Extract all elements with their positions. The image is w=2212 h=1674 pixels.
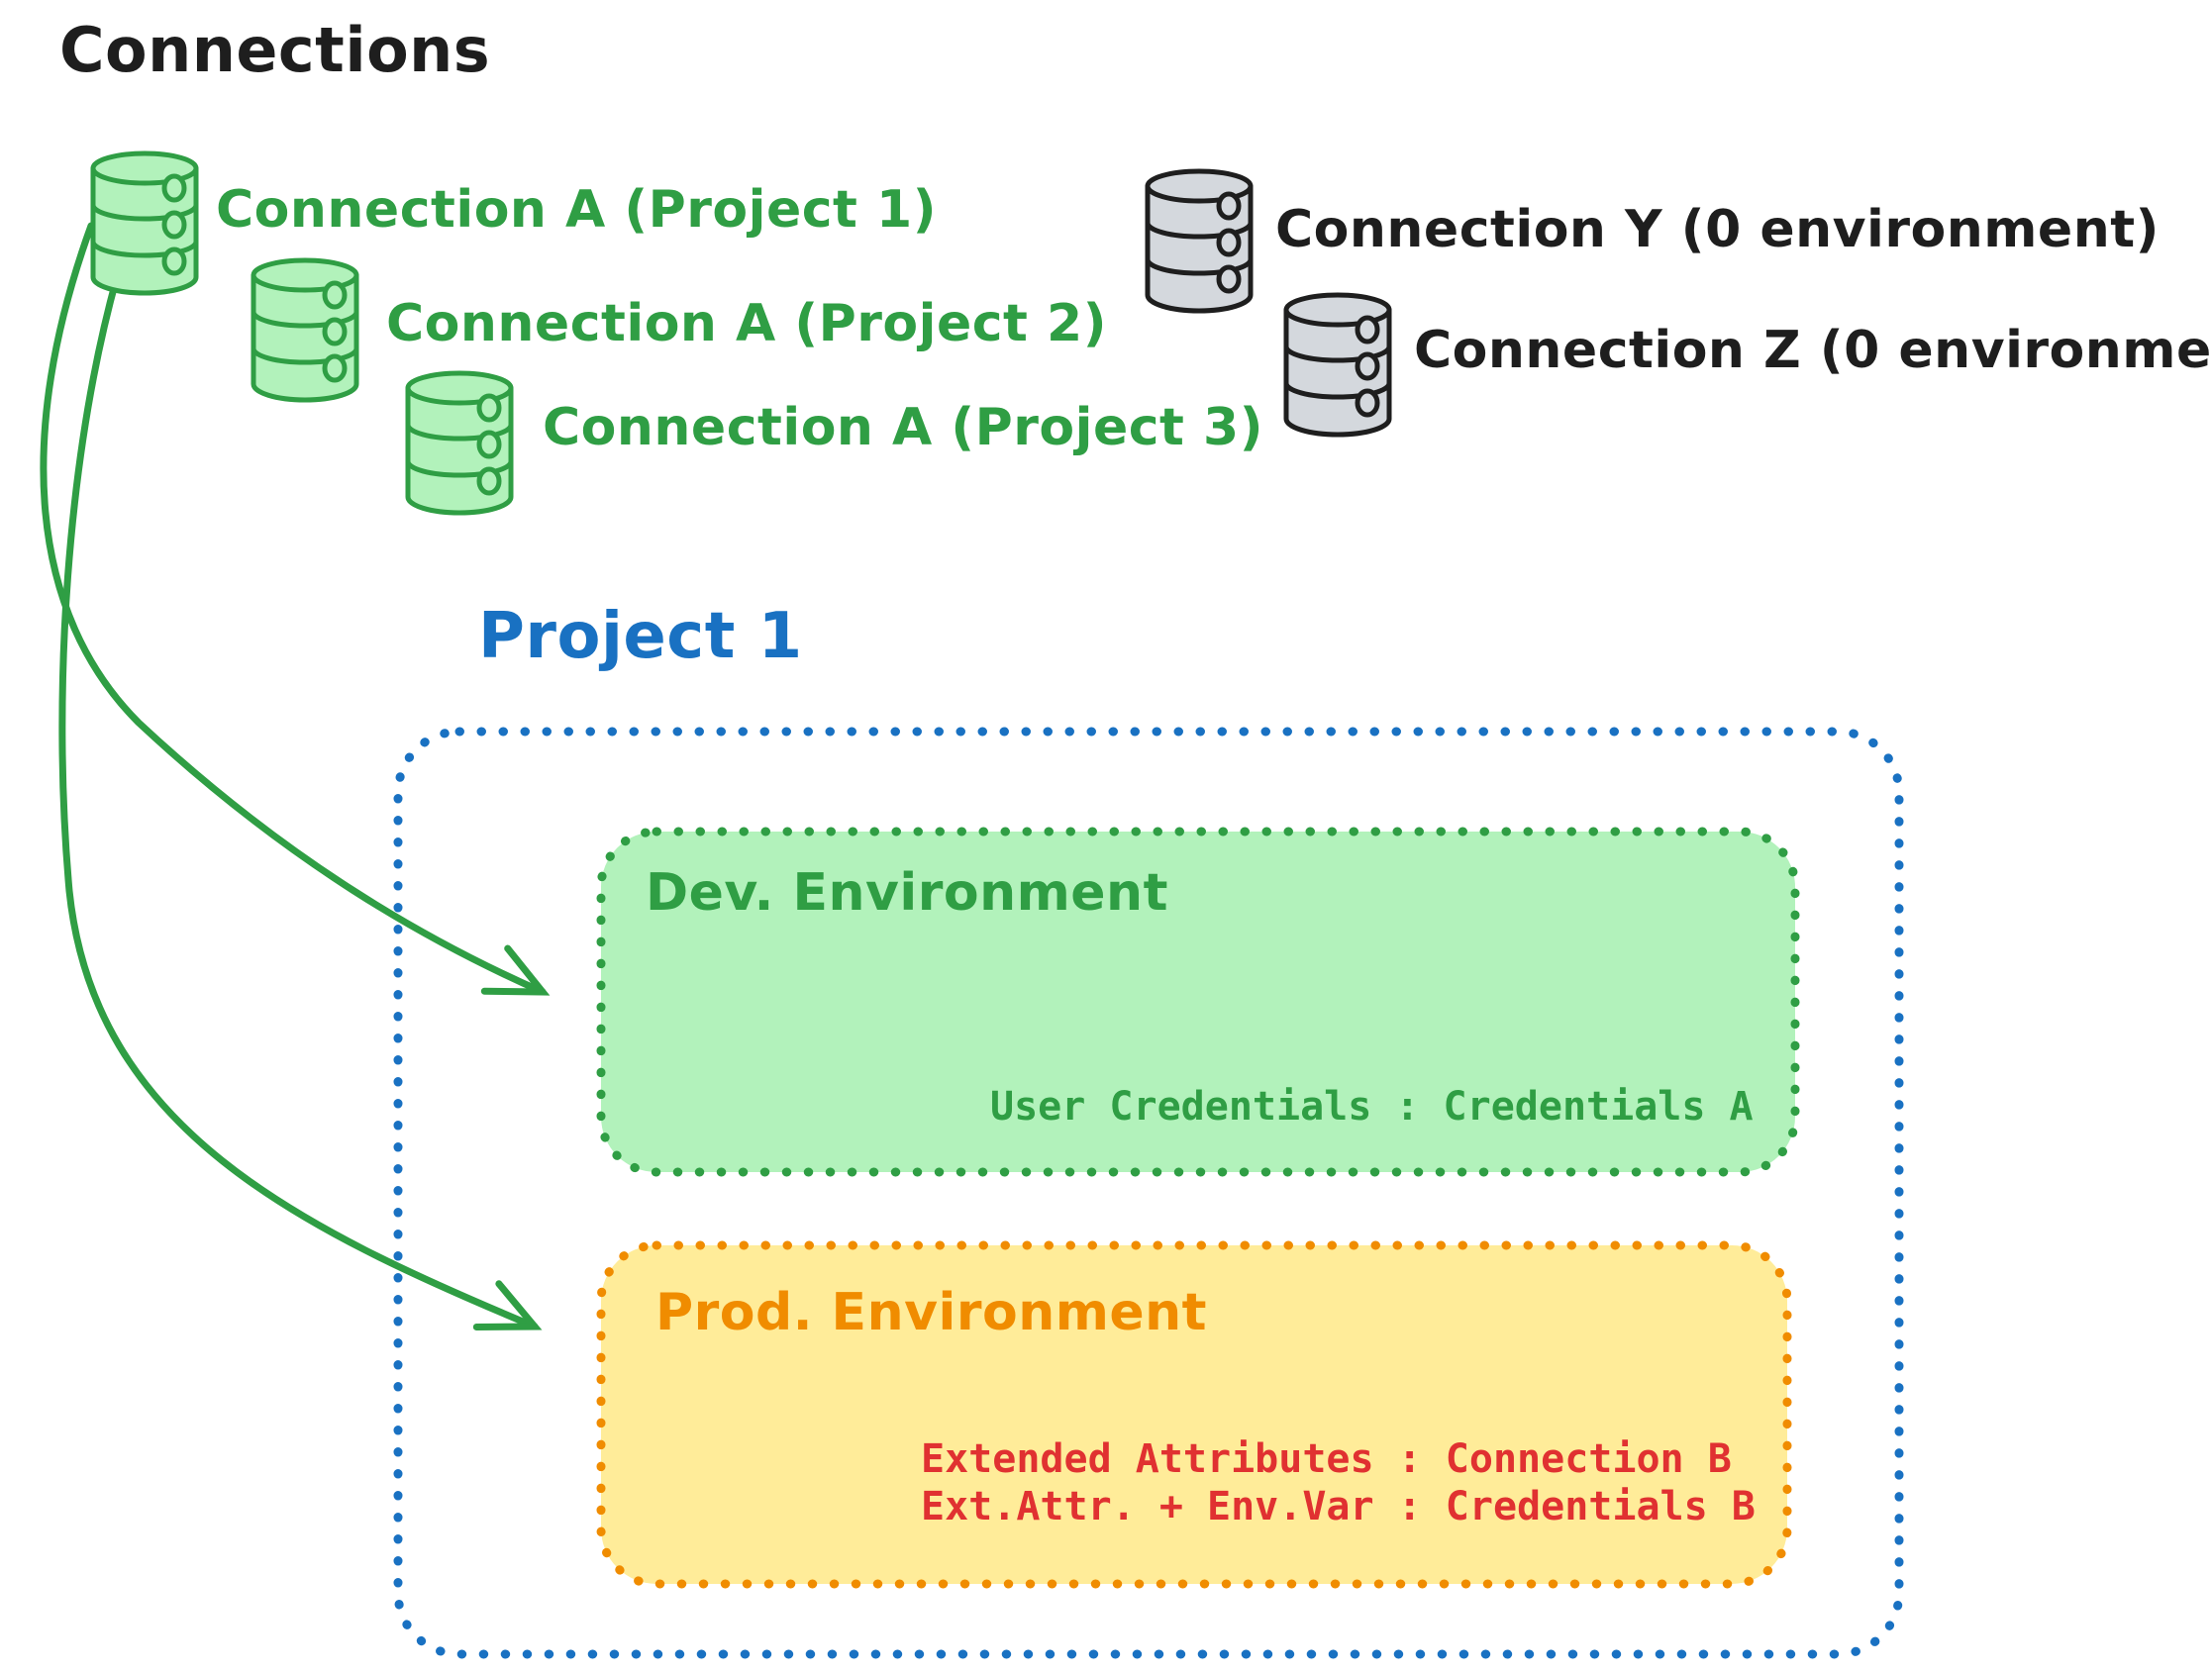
prod-mapping-env-var: Ext.Attr. + Env.Var : Credentials B: [921, 1484, 1756, 1529]
database-icon-connection-a-project-3: [408, 373, 511, 513]
project-1-box: [393, 727, 1904, 1659]
connection-z-label: Connection Z (0 environment): [1414, 321, 2212, 380]
database-icon-connection-z: [1286, 295, 1389, 435]
connection-a-project-3-label: Connection A (Project 3): [543, 398, 1263, 457]
dev-environment-box: [596, 827, 1800, 1177]
connection-y-label: Connection Y (0 environment): [1275, 200, 2160, 259]
prod-environment-title: Prod. Environment: [655, 1283, 1208, 1342]
diagram-title: Connections: [59, 14, 491, 86]
database-icon-connection-a-project-2: [253, 260, 356, 400]
arrow-connection-a-to-prod-icon: [58, 273, 543, 1330]
dev-environment-credentials-mapping: User Credentials : Credentials A: [990, 1084, 1754, 1130]
dev-environment-title: Dev. Environment: [646, 863, 1168, 923]
connection-a-project-1-label: Connection A (Project 1): [216, 180, 937, 240]
database-icon-connection-a-project-1: [93, 153, 196, 293]
project-1-title: Project 1: [478, 600, 803, 673]
prod-environment-mappings: Extended Attributes : Connection B Ext.A…: [921, 1435, 1756, 1530]
database-icon-connection-y: [1148, 171, 1251, 311]
connection-a-project-2-label: Connection A (Project 2): [386, 294, 1107, 353]
prod-mapping-extended-attributes: Extended Attributes : Connection B: [921, 1436, 1732, 1482]
arrow-connection-a-to-dev-icon: [40, 222, 551, 996]
prod-environment-box: [596, 1240, 1792, 1589]
